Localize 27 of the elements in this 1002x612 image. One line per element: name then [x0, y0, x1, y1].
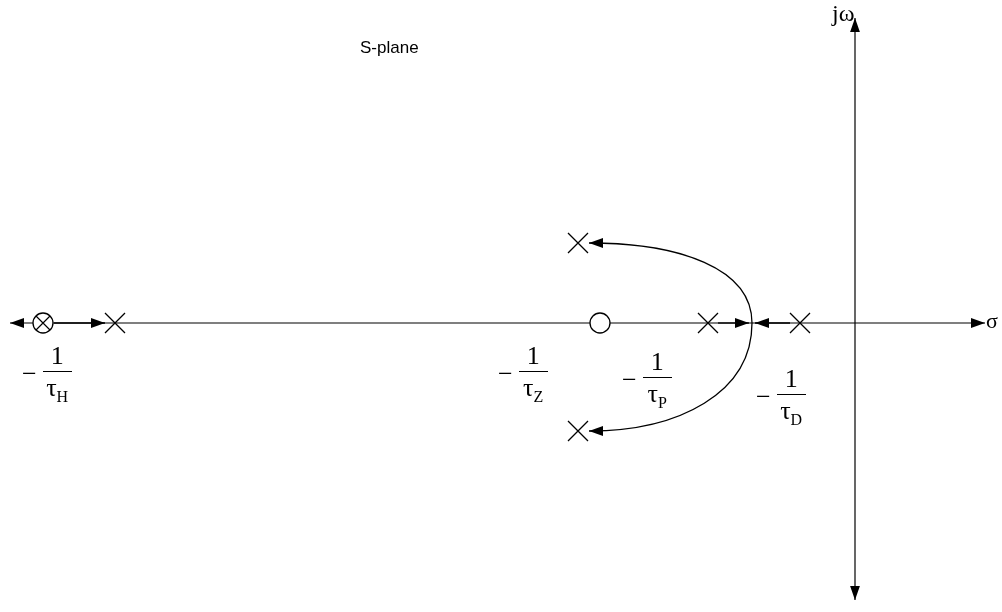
root-locus-arrow: [588, 238, 753, 324]
axis-label: σ: [986, 308, 998, 334]
pole-symbol: [104, 312, 126, 334]
plane-title: S-plane: [360, 38, 419, 58]
root-locus-arrow: [717, 318, 750, 328]
zero-symbol: [588, 311, 612, 335]
fraction-numerator: 1: [518, 342, 548, 372]
minus-sign: −: [622, 365, 637, 395]
fraction-denominator: τ$_{P}$: [647, 377, 667, 412]
pole-symbol: [567, 420, 589, 442]
pole-symbol: [567, 232, 589, 254]
root-locus-arrow: [53, 318, 106, 328]
fraction-denominator: τ$_{Z}$: [523, 371, 544, 406]
fraction-numerator: 1: [42, 342, 72, 372]
pole-symbol: [697, 312, 719, 334]
minus-sign: −: [22, 359, 37, 389]
fraction-denominator: τ$_{H}$: [46, 371, 69, 406]
pole-zero-symbol: [31, 311, 55, 335]
fraction-numerator: 1: [642, 348, 672, 378]
root-locus-arrow: [588, 322, 753, 436]
fraction-numerator: 1: [776, 365, 806, 395]
minus-sign: −: [498, 359, 513, 389]
minus-sign: −: [756, 382, 771, 412]
pole-symbol: [789, 312, 811, 334]
axis-label: jω: [832, 0, 855, 27]
root-locus-arrow: [754, 318, 791, 328]
fraction-denominator: τ$_{D}$: [780, 394, 803, 429]
